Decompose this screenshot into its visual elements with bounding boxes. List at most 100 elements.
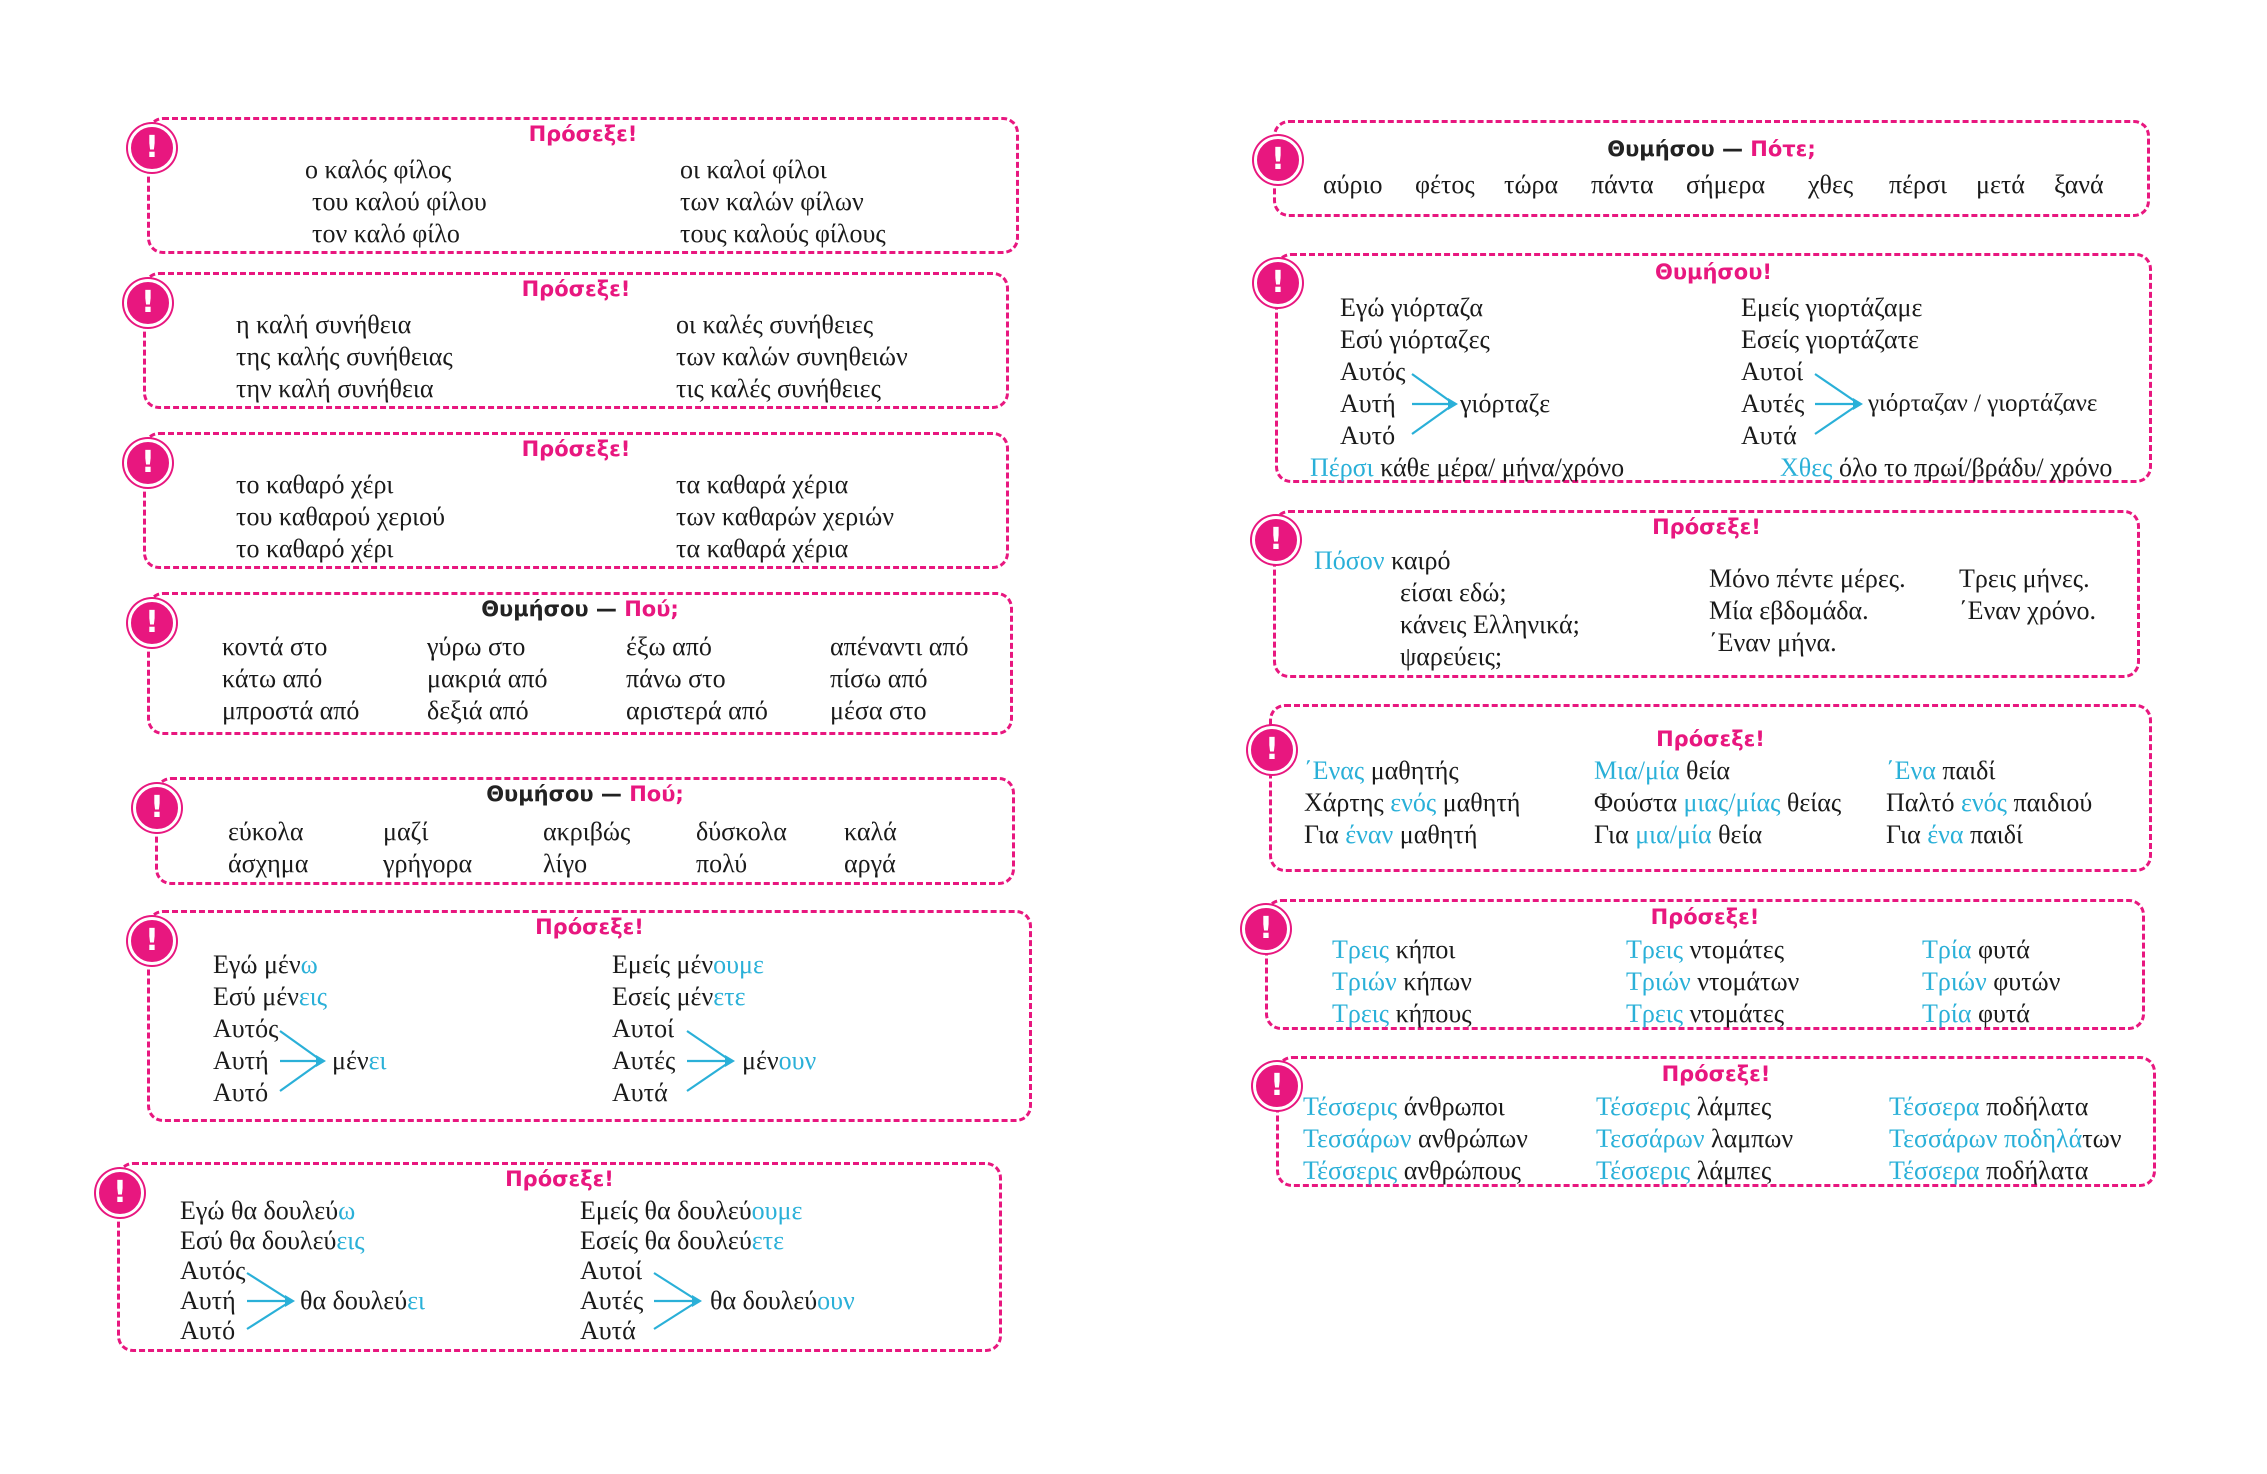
text-line: τις καλές συνήθειες <box>676 374 881 403</box>
question-word: Πόσον <box>1314 546 1385 575</box>
verb-form: Εσύ θα δουλεύεις <box>180 1225 365 1257</box>
pronoun: Αυτός <box>1340 357 1406 386</box>
arrow-icon <box>1814 373 1863 435</box>
text-line: αριστερά από <box>626 696 768 725</box>
text-line: Τεσσάρων ανθρώπων <box>1303 1123 1528 1155</box>
box-title: Πρόσεξε! <box>505 1167 614 1191</box>
verb-stem: Εσείς μέν <box>612 982 714 1011</box>
text-line: Τριών κήπων <box>1332 966 1472 998</box>
text-rest: παιδί <box>1935 756 1996 785</box>
text-line: Για ένα παιδί <box>1886 819 2023 851</box>
numeral: ΄Ενας <box>1304 756 1365 785</box>
text-line: Εγώ γιόρταζα <box>1340 293 1483 322</box>
text-pre: Παλτό <box>1886 788 1961 817</box>
pronoun: Αυτό <box>213 1078 269 1107</box>
box-title: Πρόσεξε! <box>535 915 644 939</box>
box-title: Θυμήσου — Πού; <box>158 782 1012 806</box>
text-line: ξανά <box>2054 170 2104 199</box>
box-title: Θυμήσου — Πού; <box>150 597 1010 621</box>
text-line: Τέσσερα ποδήλατα <box>1889 1091 2088 1123</box>
text-line: του καθαρού χεριού <box>236 502 446 531</box>
text-rest: θεία <box>1679 756 1731 785</box>
title-suffix: Πού; <box>624 597 679 621</box>
text-line: μακριά από <box>427 664 548 693</box>
text-line: πολύ <box>696 849 748 878</box>
text-line: κάτω από <box>222 664 323 693</box>
numeral: μιας/μίας <box>1683 788 1781 817</box>
pronoun: Αυτοί <box>612 1014 675 1043</box>
text-line: Τέσσερις άνθρωποι <box>1303 1091 1505 1123</box>
text-line: Για μια/μία θεία <box>1594 819 1762 851</box>
verb-ending: ω <box>300 950 318 979</box>
exclamation-icon: ! <box>1254 259 1302 307</box>
numeral: Τρεις <box>1332 999 1390 1028</box>
note-box-article-one: Πρόσεξε! ΄Ενας μαθητής Χάρτης ενός μαθητ… <box>1269 704 2152 872</box>
numeral: Τέσσερα <box>1889 1156 1980 1185</box>
text-line: Τεσσάρων ποδηλάτων <box>1889 1123 2122 1155</box>
numeral: Τριών <box>1626 967 1691 996</box>
text-line: της καλής συνήθειας <box>236 342 453 371</box>
text-line: αύριο <box>1323 170 1383 199</box>
numeral: Τεσσάρων ποδηλά <box>1889 1124 2083 1153</box>
verb-ending: εις <box>298 982 328 1011</box>
numeral: Μια/μία <box>1594 756 1680 785</box>
text-line: τώρα <box>1504 170 1559 199</box>
box-title: Θυμήσου — Πότε; <box>1276 137 2147 161</box>
title-prefix: Θυμήσου — <box>486 782 622 806</box>
text-line: μπροστά από <box>222 696 360 725</box>
exclamation-icon: ! <box>128 599 176 647</box>
text-rest: κήπων <box>1396 967 1472 996</box>
note-box-how-long: Πρόσεξε! Πόσον καιρό είσαι εδώ; κάνεις Ε… <box>1273 510 2140 678</box>
text-line: Μια/μία θεία <box>1594 755 1730 787</box>
text-rest: κήπους <box>1389 999 1472 1028</box>
text-rest: μαθητή <box>1393 820 1478 849</box>
text-line: είσαι εδώ; <box>1400 578 1507 607</box>
text-line: Τρεις κήποι <box>1332 934 1455 966</box>
numeral: Τέσσερις <box>1303 1092 1398 1121</box>
box-title: Πρόσεξε! <box>1652 515 1761 539</box>
text-line: ο καλός φίλος <box>305 155 452 184</box>
text-rest: μαθητή <box>1436 788 1521 817</box>
numeral: έναν <box>1345 820 1394 849</box>
verb-form: θα δουλεύουν <box>710 1285 855 1317</box>
exclamation-icon: ! <box>96 1169 144 1217</box>
text-line: μέσα στο <box>830 696 927 725</box>
arrow-icon <box>653 1272 702 1330</box>
text-rest: λάμπες <box>1690 1156 1772 1185</box>
verb-form: μένει <box>332 1045 387 1077</box>
box-title: Θυμήσου! <box>1655 260 1772 284</box>
verb-stem: μέν <box>332 1046 369 1075</box>
text-line: Εσείς γιορτάζατε <box>1741 325 1919 354</box>
verb-ending: ει <box>407 1286 426 1315</box>
text-pre: Για <box>1594 820 1636 849</box>
exclamation-icon: ! <box>128 917 176 965</box>
exclamation-icon: ! <box>1252 516 1300 564</box>
verb-stem: Εμείς θα δουλεύ <box>580 1196 752 1225</box>
text-line: Τρεις μήνες. <box>1959 564 2090 593</box>
verb-ending: εις <box>336 1226 365 1255</box>
verb-stem: Εγώ μέν <box>213 950 301 979</box>
pronoun: Αυτό <box>180 1316 236 1345</box>
text-rest: ποδήλατα <box>1979 1156 2089 1185</box>
text-line: ψαρεύεις; <box>1400 642 1503 671</box>
text-line: Για έναν μαθητή <box>1304 819 1477 851</box>
text-rest: ανθρώπων <box>1411 1124 1528 1153</box>
exclamation-icon: ! <box>133 784 181 832</box>
text-line: των καθαρών χεριών <box>676 502 895 531</box>
pronoun: Αυτά <box>612 1078 668 1107</box>
note-box-adjective-feminine: Πρόσεξε! η καλή συνήθεια της καλής συνήθ… <box>143 272 1009 409</box>
exclamation-icon: ! <box>1254 136 1302 184</box>
title-suffix: Πού; <box>629 782 684 806</box>
box-title: Πρόσεξε! <box>1661 1062 1771 1086</box>
text-line: γύρω στο <box>427 632 526 661</box>
text-line: Τριών φυτών <box>1922 966 2060 998</box>
text-line: των καλών συνηθειών <box>676 342 908 371</box>
verb-form: Εσείς μένετε <box>612 981 746 1013</box>
note-box-verb-doulevo: Πρόσεξε! Εγώ θα δουλεύω Εσύ θα δουλεύεις… <box>117 1162 1002 1352</box>
text-line: τους καλούς φίλους <box>680 219 886 248</box>
verb-form: Εγώ μένω <box>213 949 318 981</box>
pronoun: Αυτοί <box>580 1256 643 1285</box>
text-line: μετά <box>1976 170 2025 199</box>
text-rest: ντομάτων <box>1690 967 1800 996</box>
numeral: Τέσσερα <box>1889 1092 1980 1121</box>
